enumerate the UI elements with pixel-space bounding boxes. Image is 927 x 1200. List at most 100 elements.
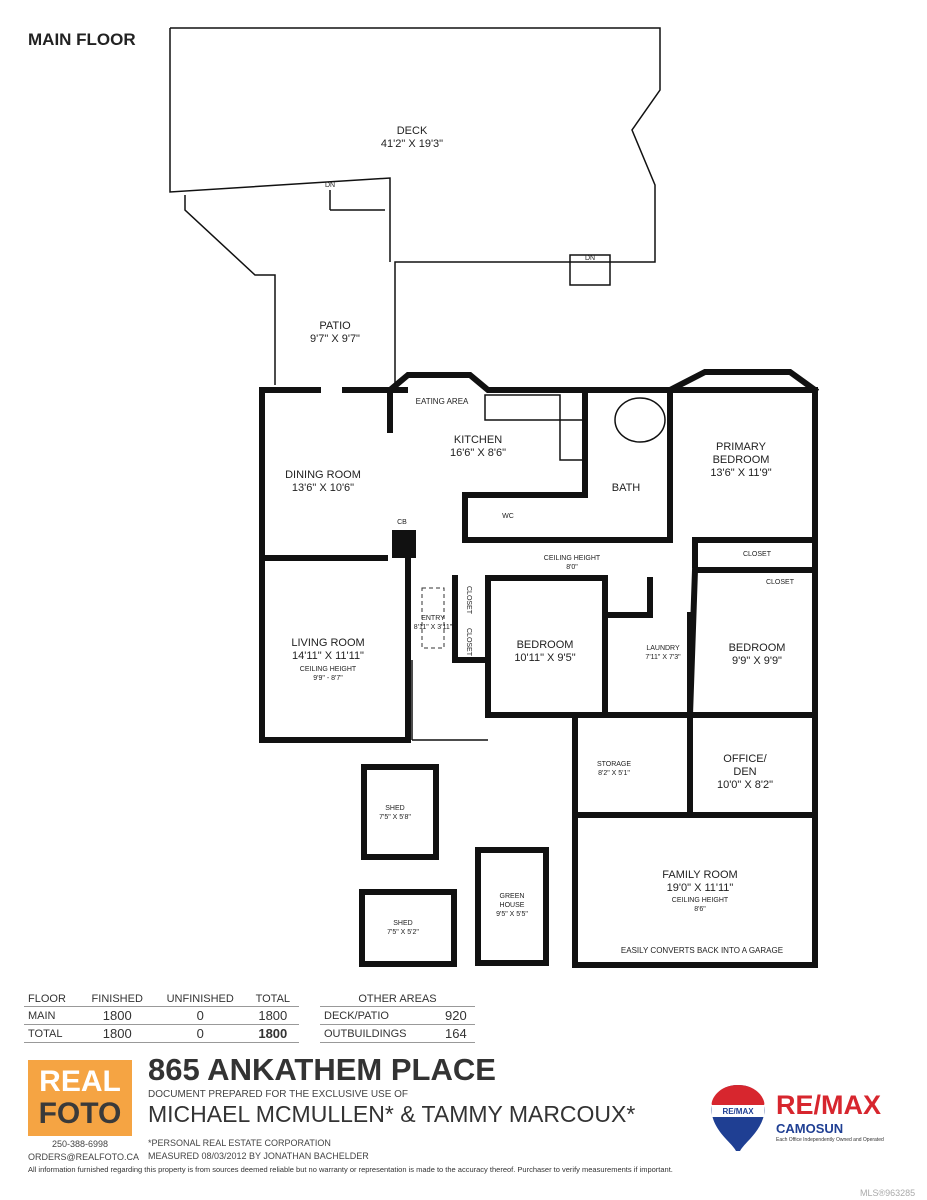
ceiling-value: 9'9" - 8'7"	[313, 675, 343, 682]
patio-size: 9'7" X 9'7"	[310, 333, 360, 345]
remax-logo: RE/MAX	[776, 1090, 882, 1120]
bedroom2-label: BEDROOM	[729, 642, 786, 654]
cell: TOTAL	[24, 1024, 81, 1043]
bath-label: BATH	[612, 482, 641, 494]
bedroom-label: BEDROOM	[517, 639, 574, 651]
remax-balloon-icon: RE/MAX	[711, 1085, 765, 1151]
measured-note: MEASURED 08/03/2012 BY JONATHAN BACHELDE…	[148, 1151, 369, 1161]
balloon-text: RE/MAX	[722, 1107, 754, 1116]
family-note: EASILY CONVERTS BACK INTO A GARAGE	[621, 946, 783, 955]
cell: 0	[153, 1024, 247, 1043]
closet-label: CLOSET	[465, 586, 472, 615]
primary-size: 13'6" X 11'9"	[710, 467, 771, 479]
shed-size: 7'5" X 5'2"	[387, 929, 419, 936]
deck-label: DECK	[397, 125, 428, 137]
closet-label: CLOSET	[743, 551, 772, 558]
realfoto-logo: REAL FOTO	[28, 1060, 132, 1136]
interior-wall	[602, 577, 653, 618]
shed-2	[359, 889, 457, 967]
entry-label: ENTRY	[421, 615, 445, 622]
shed-1	[361, 764, 439, 860]
greenhouse	[475, 847, 549, 966]
ceiling-value: 8'6"	[694, 906, 706, 913]
bedroom2-size: 9'9" X 9'9"	[732, 655, 782, 667]
ceiling-label: CEILING HEIGHT	[672, 897, 729, 904]
col-header: UNFINISHED	[153, 992, 247, 1007]
prepared-text: DOCUMENT PREPARED FOR THE EXCLUSIVE USE …	[148, 1089, 409, 1100]
interior-wall	[485, 575, 608, 718]
exterior-wall	[665, 369, 820, 395]
floor-title: MAIN FLOOR	[28, 30, 136, 49]
remax-tagline: Each Office Independently Owned and Oper…	[776, 1137, 884, 1143]
interior-wall	[485, 575, 818, 718]
floor-plan-drawing: DECK 41'2" X 19'3" DN DN PATIO 9'7" X 9'…	[169, 27, 820, 968]
cell: 0	[153, 1006, 247, 1025]
greenhouse-label: GREEN	[500, 893, 525, 900]
deck-left-edge	[169, 28, 391, 262]
eating-area-label: EATING AREA	[416, 397, 469, 406]
greenhouse-size: 9'5" X 5'5"	[496, 911, 528, 918]
interior-wall	[452, 575, 491, 663]
logo-text: REAL	[39, 1065, 121, 1098]
patio-label: PATIO	[319, 320, 351, 332]
cell: DECK/PATIO	[320, 1006, 437, 1025]
interior-wall	[462, 387, 673, 543]
office-size: 10'0" X 8'2"	[717, 779, 773, 791]
bedroom-size: 10'11" X 9'5"	[514, 652, 575, 664]
cb-label: CB	[397, 519, 407, 526]
cell: 1800	[80, 1024, 154, 1043]
stairs-dn: DN	[325, 182, 335, 189]
col-header: OTHER AREAS	[320, 992, 475, 1007]
kitchen-size: 16'6" X 8'6"	[450, 447, 506, 459]
cell: 1800	[246, 1024, 299, 1043]
kitchen-counter	[484, 394, 561, 421]
living-size: 14'11" X 11'11"	[292, 650, 364, 662]
entry-mat	[421, 587, 445, 649]
stairs-dn: DN	[585, 255, 595, 262]
stove	[559, 419, 586, 461]
deck-stairs	[569, 254, 611, 286]
interior-wall	[687, 567, 818, 716]
col-header: FLOOR	[24, 992, 81, 1007]
col-header: FINISHED	[80, 992, 154, 1007]
greenhouse-label: HOUSE	[500, 902, 525, 909]
closet-label: CLOSET	[766, 579, 795, 586]
primary-label: PRIMARY	[716, 441, 767, 453]
cell: 1800	[80, 1006, 154, 1025]
kitchen-label: KITCHEN	[454, 434, 502, 446]
ceiling-label: CEILING HEIGHT	[544, 555, 601, 562]
family-size: 19'0" X 11'11"	[667, 882, 734, 894]
office-label: OFFICE/	[723, 753, 767, 765]
property-address: 865 ANKATHEM PLACE	[148, 1052, 496, 1087]
shed-label: SHED	[385, 805, 404, 812]
cell: 1800	[246, 1006, 299, 1025]
corp-note: *PERSONAL REAL ESTATE CORPORATION	[148, 1138, 331, 1148]
ceiling-value: 8'0"	[566, 564, 578, 571]
family-label: FAMILY ROOM	[662, 869, 737, 881]
mls-number: MLS®963285	[860, 1188, 916, 1198]
bathtub	[614, 397, 666, 443]
laundry-label: LAUNDRY	[646, 645, 680, 652]
closet-label: CLOSET	[465, 628, 472, 657]
ceiling-label: CEILING HEIGHT	[300, 666, 357, 673]
deck-outline	[170, 27, 661, 385]
interior-wall	[692, 537, 815, 568]
entry-size: 8'11" X 3'11"	[414, 624, 453, 631]
primary-label: BEDROOM	[713, 454, 770, 466]
wc-label: WC	[502, 513, 514, 520]
exterior-wall	[259, 387, 411, 743]
shed-size: 7'5" X 5'8"	[379, 814, 411, 821]
cell: OUTBUILDINGS	[320, 1024, 437, 1043]
disclaimer: All information furnished regarding this…	[28, 1165, 673, 1174]
deck-size: 41'2" X 19'3"	[381, 138, 443, 150]
patio-outline	[184, 195, 276, 385]
living-label: LIVING ROOM	[291, 637, 364, 649]
exterior-wall	[385, 372, 818, 718]
exterior-wall	[342, 387, 408, 433]
phone: 250-388-6998	[51, 1139, 109, 1149]
